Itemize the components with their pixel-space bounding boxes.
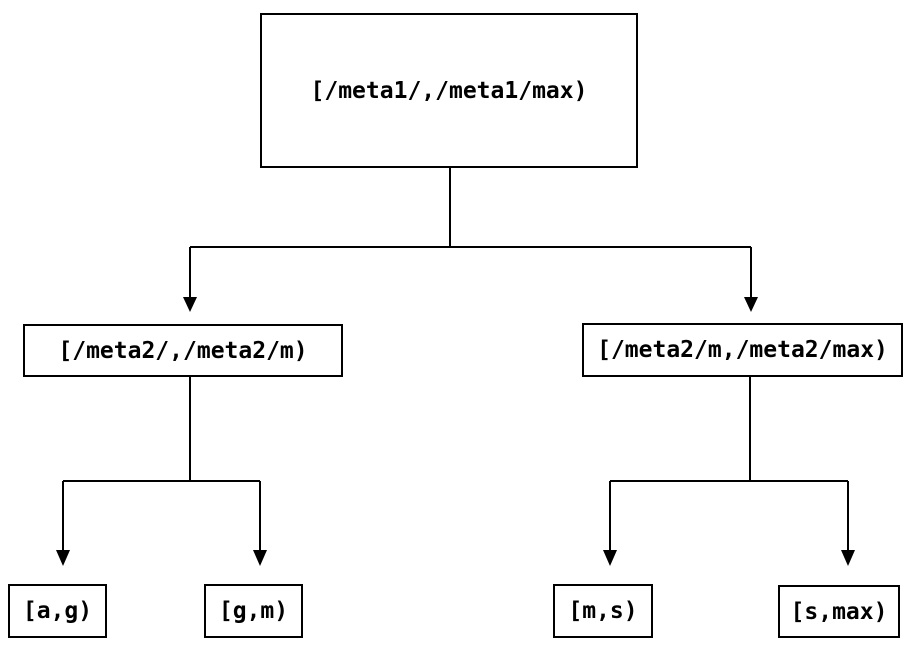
edge-mid-right-lines xyxy=(609,377,849,552)
arrowhead-to-leaf-ms xyxy=(603,550,617,566)
arrowhead-to-leaf-ag xyxy=(56,550,70,566)
node-root: [/meta1/,/meta1/max) xyxy=(260,13,638,168)
node-leaf-ag: [a,g) xyxy=(8,584,107,638)
node-leaf-ms-label: [m,s) xyxy=(568,598,638,624)
node-mid-right: [/meta2/m,/meta2/max) xyxy=(582,323,903,377)
edge-mid-right-to-leaves xyxy=(603,377,855,566)
node-leaf-smax-label: [s,max) xyxy=(790,598,888,625)
node-mid-right-label: [/meta2/m,/meta2/max) xyxy=(597,337,888,363)
edge-mid-left-lines xyxy=(62,377,261,552)
node-root-label: [/meta1/,/meta1/max) xyxy=(310,77,588,104)
node-mid-left-label: [/meta2/,/meta2/m) xyxy=(58,337,308,364)
node-leaf-gm: [g,m) xyxy=(204,584,303,638)
node-leaf-ag-label: [a,g) xyxy=(22,598,93,624)
arrowhead-to-mid-right xyxy=(744,297,758,312)
arrowhead-to-leaf-gm xyxy=(253,550,267,566)
node-mid-left: [/meta2/,/meta2/m) xyxy=(23,324,343,377)
edge-root-lines xyxy=(189,168,752,299)
edge-mid-left-to-leaves xyxy=(56,377,267,566)
node-leaf-smax: [s,max) xyxy=(778,585,900,638)
arrowhead-to-leaf-smax xyxy=(841,550,855,566)
node-leaf-gm-label: [g,m) xyxy=(218,598,289,624)
edge-root-to-children xyxy=(183,168,758,312)
arrowhead-to-mid-left xyxy=(183,297,197,312)
node-leaf-ms: [m,s) xyxy=(553,584,653,638)
